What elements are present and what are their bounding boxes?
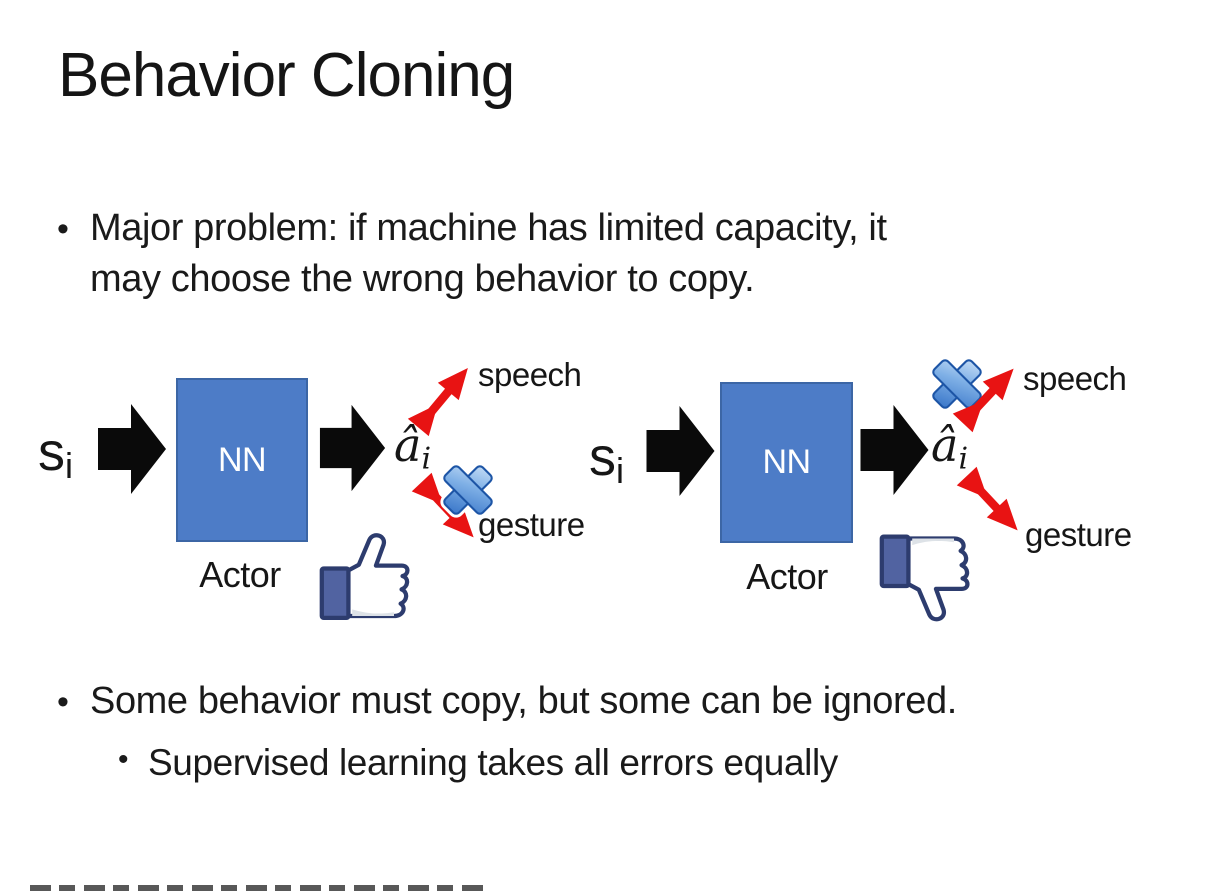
bullet-marker: • [57,683,69,721]
block-arrow-icon [646,406,715,496]
speech-arrow-icon [407,367,468,437]
block-arrow-icon [98,404,166,494]
cropped-next-line [30,885,488,891]
state-label: si [589,427,624,491]
nn-box: NN [176,378,308,542]
block-arrow-icon [860,405,929,495]
block-arrow-icon [319,404,386,492]
bullet-major-problem-line1: Major problem: if machine has limited ca… [90,207,887,249]
speech-label: speech [1023,360,1127,397]
diagram-right: si NN âi [580,340,1210,650]
thumbs-up-icon [319,533,410,621]
bullet-some-behavior: Some behavior must copy, but some can be… [90,680,957,722]
nn-label: NN [762,443,811,481]
actor-label: Actor [746,556,828,597]
sub-bullet-marker: • [118,743,129,776]
thumbs-down-icon [879,534,970,622]
state-label: si [38,422,73,486]
cross-out-icon [440,462,496,518]
gesture-label: gesture [478,506,585,543]
nn-label: NN [217,440,267,479]
gesture-label: gesture [1025,516,1132,553]
page-title: Behavior Cloning [58,41,515,110]
bullet-major-problem: Major problem: if machine has limited ca… [90,203,887,305]
nn-box: NN [720,382,853,543]
speech-arrow-icon [952,368,1014,433]
gesture-arrow-icon [956,466,1018,531]
bullet-marker: • [57,210,69,248]
actor-label: Actor [199,554,281,595]
speech-label: speech [478,356,582,393]
sub-bullet-supervised: Supervised learning takes all errors equ… [148,742,838,783]
bullet-major-problem-line2: may choose the wrong behavior to copy. [90,258,755,300]
diagram-left: si NN âi speech [0,340,630,650]
